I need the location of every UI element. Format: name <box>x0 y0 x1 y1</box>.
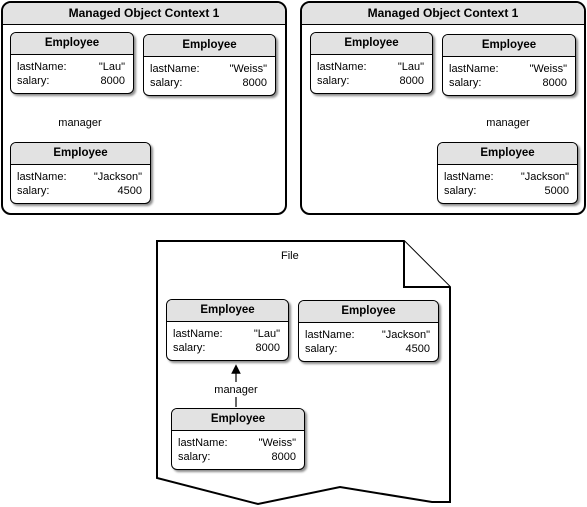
field-value: 8000 <box>100 75 125 87</box>
entity-title: Employee <box>438 143 577 165</box>
employee-jackson[interactable]: Employee lastName: "Jackson" salary: 500… <box>437 142 578 204</box>
entity-title: Employee <box>172 409 304 431</box>
field-value: "Lau" <box>397 61 424 73</box>
employee-jackson[interactable]: Employee lastName: "Jackson" salary: 450… <box>10 142 151 204</box>
field-value: "Jackson" <box>381 329 430 341</box>
employee-lau[interactable]: Employee lastName: "Lau" salary: 8000 <box>10 32 134 94</box>
field-value: 8000 <box>271 451 296 463</box>
entity-title: Employee <box>11 33 133 55</box>
employee-lau[interactable]: Employee lastName: "Lau" salary: 8000 <box>166 299 289 361</box>
context-title: Managed Object Context 1 <box>3 3 285 25</box>
field-label: salary: <box>150 77 183 89</box>
field-value: 8000 <box>542 77 567 89</box>
field-label: lastName: <box>305 329 355 341</box>
field-label: salary: <box>17 75 50 87</box>
relationship-label: manager <box>486 117 530 129</box>
field-value: "Jackson" <box>520 171 569 183</box>
entity-title: Employee <box>443 35 575 57</box>
entity-title: Employee <box>144 35 275 57</box>
field-label: lastName: <box>17 61 67 73</box>
field-label: lastName: <box>150 63 200 75</box>
field-value: 5000 <box>544 185 569 197</box>
field-label: lastName: <box>317 61 367 73</box>
field-value: "Weiss" <box>529 63 567 75</box>
field-label: lastName: <box>173 328 223 340</box>
employee-weiss[interactable]: Employee lastName: "Weiss" salary: 8000 <box>143 34 276 96</box>
entity-title: Employee <box>167 300 288 322</box>
field-value: "Weiss" <box>258 437 296 449</box>
employee-jackson[interactable]: Employee lastName: "Jackson" salary: 450… <box>298 300 439 362</box>
field-value: "Lau" <box>98 61 125 73</box>
employee-weiss[interactable]: Employee lastName: "Weiss" salary: 8000 <box>442 34 576 96</box>
field-value: 4500 <box>117 185 142 197</box>
file-label: File <box>281 250 299 262</box>
field-label: salary: <box>317 75 350 87</box>
field-value: "Lau" <box>253 328 280 340</box>
file-dog-ear <box>403 241 450 288</box>
field-label: lastName: <box>17 171 67 183</box>
context-title: Managed Object Context 1 <box>302 3 584 25</box>
field-label: salary: <box>305 343 338 355</box>
entity-title: Employee <box>311 33 432 55</box>
employee-weiss[interactable]: Employee lastName: "Weiss" salary: 8000 <box>171 408 305 470</box>
entity-title: Employee <box>11 143 150 165</box>
relationship-label: manager <box>214 384 258 396</box>
field-label: salary: <box>173 342 206 354</box>
field-label: salary: <box>444 185 477 197</box>
field-label: lastName: <box>178 437 228 449</box>
field-value: 8000 <box>242 77 267 89</box>
relationship-label: manager <box>58 117 102 129</box>
field-value: "Weiss" <box>229 63 267 75</box>
field-label: salary: <box>178 451 211 463</box>
employee-lau[interactable]: Employee lastName: "Lau" salary: 8000 <box>310 32 433 94</box>
field-value: "Jackson" <box>93 171 142 183</box>
field-value: 8000 <box>399 75 424 87</box>
field-label: lastName: <box>449 63 499 75</box>
field-label: lastName: <box>444 171 494 183</box>
field-value: 8000 <box>255 342 280 354</box>
field-label: salary: <box>17 185 50 197</box>
field-label: salary: <box>449 77 482 89</box>
field-value: 4500 <box>405 343 430 355</box>
entity-title: Employee <box>299 301 438 323</box>
